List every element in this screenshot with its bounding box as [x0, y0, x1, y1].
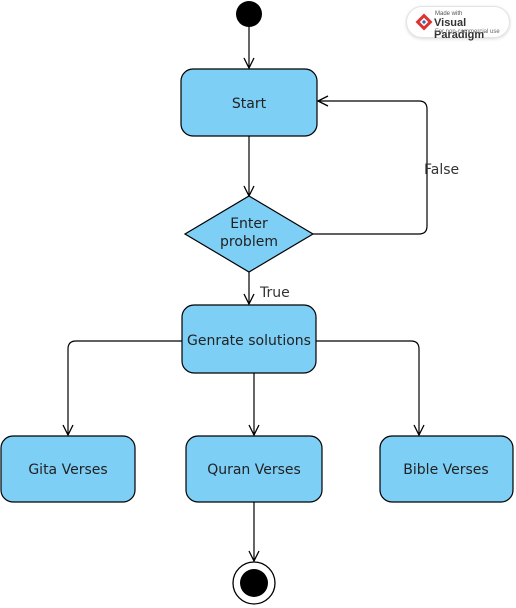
gita-verses-label: Gita Verses	[28, 462, 107, 478]
edge-generate-to-bible	[316, 340, 419, 435]
start-action	[180, 68, 318, 137]
badge-brand: Visual Paradigm	[434, 17, 485, 41]
gita-verses-action	[0, 435, 136, 503]
bible-verses-action	[379, 435, 514, 503]
visual-paradigm-logo-icon	[415, 13, 433, 31]
true-edge-label: True	[259, 285, 290, 301]
final-node-core	[240, 569, 268, 597]
generate-solutions-label: Genrate solutions	[187, 333, 311, 349]
edge-generate-to-gita	[68, 340, 182, 435]
visual-paradigm-badge[interactable]: Made with Visual Paradigm For non-commer…	[406, 6, 510, 41]
quran-verses-label: Quran Verses	[207, 462, 301, 478]
generate-solutions-action	[181, 304, 317, 374]
bible-verses-label: Bible Verses	[403, 462, 488, 478]
initial-node	[236, 1, 262, 27]
decision-label-line2: problem	[220, 234, 278, 250]
edge-false-loop	[313, 101, 428, 235]
badge-note: For non-commercial use	[435, 29, 500, 35]
false-edge-label: False	[424, 162, 459, 178]
start-label: Start	[232, 96, 267, 112]
decision-node	[183, 195, 315, 273]
quran-verses-action	[185, 435, 323, 503]
badge-made-with: Made with	[435, 11, 463, 17]
decision-label-line1: Enter	[230, 216, 268, 232]
